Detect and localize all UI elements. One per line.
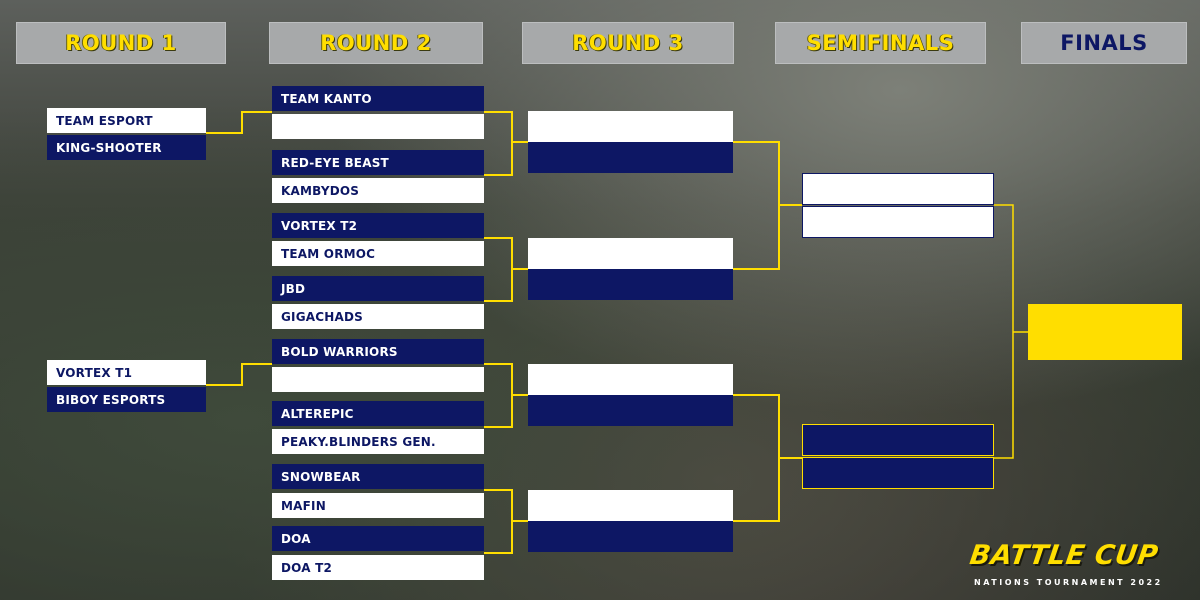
r2-slot-13: SNOWBEAR [272, 464, 484, 489]
r2-slot-4: KAMBYDOS [272, 178, 484, 203]
connector-r3-bottom [733, 394, 780, 522]
semi2-team2 [802, 457, 994, 489]
r1-match2-team1: VORTEX T1 [47, 360, 206, 385]
round-2-header: ROUND 2 [269, 22, 483, 64]
connector-r1-match2 [206, 363, 272, 386]
connector-r2-match3 [484, 363, 513, 428]
semi1-team2 [802, 206, 994, 238]
r1-match2-team2: BIBOY ESPORTS [47, 387, 206, 412]
finals-header: FINALS [1021, 22, 1187, 64]
r3-match1-team2 [528, 142, 733, 173]
round-1-header: ROUND 1 [16, 22, 226, 64]
semifinals-header: SEMIFINALS [775, 22, 986, 64]
logo-subtitle: NATIONS TOURNAMENT 2022 [974, 578, 1163, 587]
r2-slot-8: GIGACHADS [272, 304, 484, 329]
r2-slot-7: JBD [272, 276, 484, 301]
battle-cup-logo: BATTLE CUP NATIONS TOURNAMENT 2022 [968, 540, 1184, 590]
r2-slot-6: TEAM ORMOC [272, 241, 484, 266]
r2-slot-14: MAFIN [272, 493, 484, 518]
r1-match1-team2: KING-SHOOTER [47, 135, 206, 160]
r2-slot-16: DOA T2 [272, 555, 484, 580]
r3-match4-team2 [528, 521, 733, 552]
semi2-team1 [802, 424, 994, 456]
r2-slot-1: TEAM KANTO [272, 86, 484, 111]
semi1-team1 [802, 173, 994, 205]
r2-slot-11: ALTEREPIC [272, 401, 484, 426]
r3-match2-team2 [528, 269, 733, 300]
connector-r1-match1 [206, 111, 272, 134]
connector-semis-to-final [994, 204, 1014, 459]
r2-slot-5: VORTEX T2 [272, 213, 484, 238]
r3-match4-team1 [528, 490, 733, 521]
logo-title: BATTLE CUP [967, 540, 1161, 571]
round-3-header: ROUND 3 [522, 22, 734, 64]
r3-match3-team1 [528, 364, 733, 395]
r2-slot-9: BOLD WARRIORS [272, 339, 484, 364]
r2-slot-2 [272, 114, 484, 139]
r1-match1-team1: TEAM ESPORT [47, 108, 206, 133]
connector-r2-match1 [484, 111, 513, 176]
r2-slot-10 [272, 367, 484, 392]
r2-slot-12: PEAKY.BLINDERS GEN. [272, 429, 484, 454]
r3-match2-team1 [528, 238, 733, 269]
r3-match1-team1 [528, 111, 733, 142]
connector-r2-match4 [484, 489, 513, 554]
connector-r2-match2 [484, 237, 513, 302]
r2-slot-3: RED-EYE BEAST [272, 150, 484, 175]
connector-r3-top [733, 141, 780, 270]
r3-match3-team2 [528, 395, 733, 426]
final-champion-slot [1028, 304, 1182, 360]
r2-slot-15: DOA [272, 526, 484, 551]
